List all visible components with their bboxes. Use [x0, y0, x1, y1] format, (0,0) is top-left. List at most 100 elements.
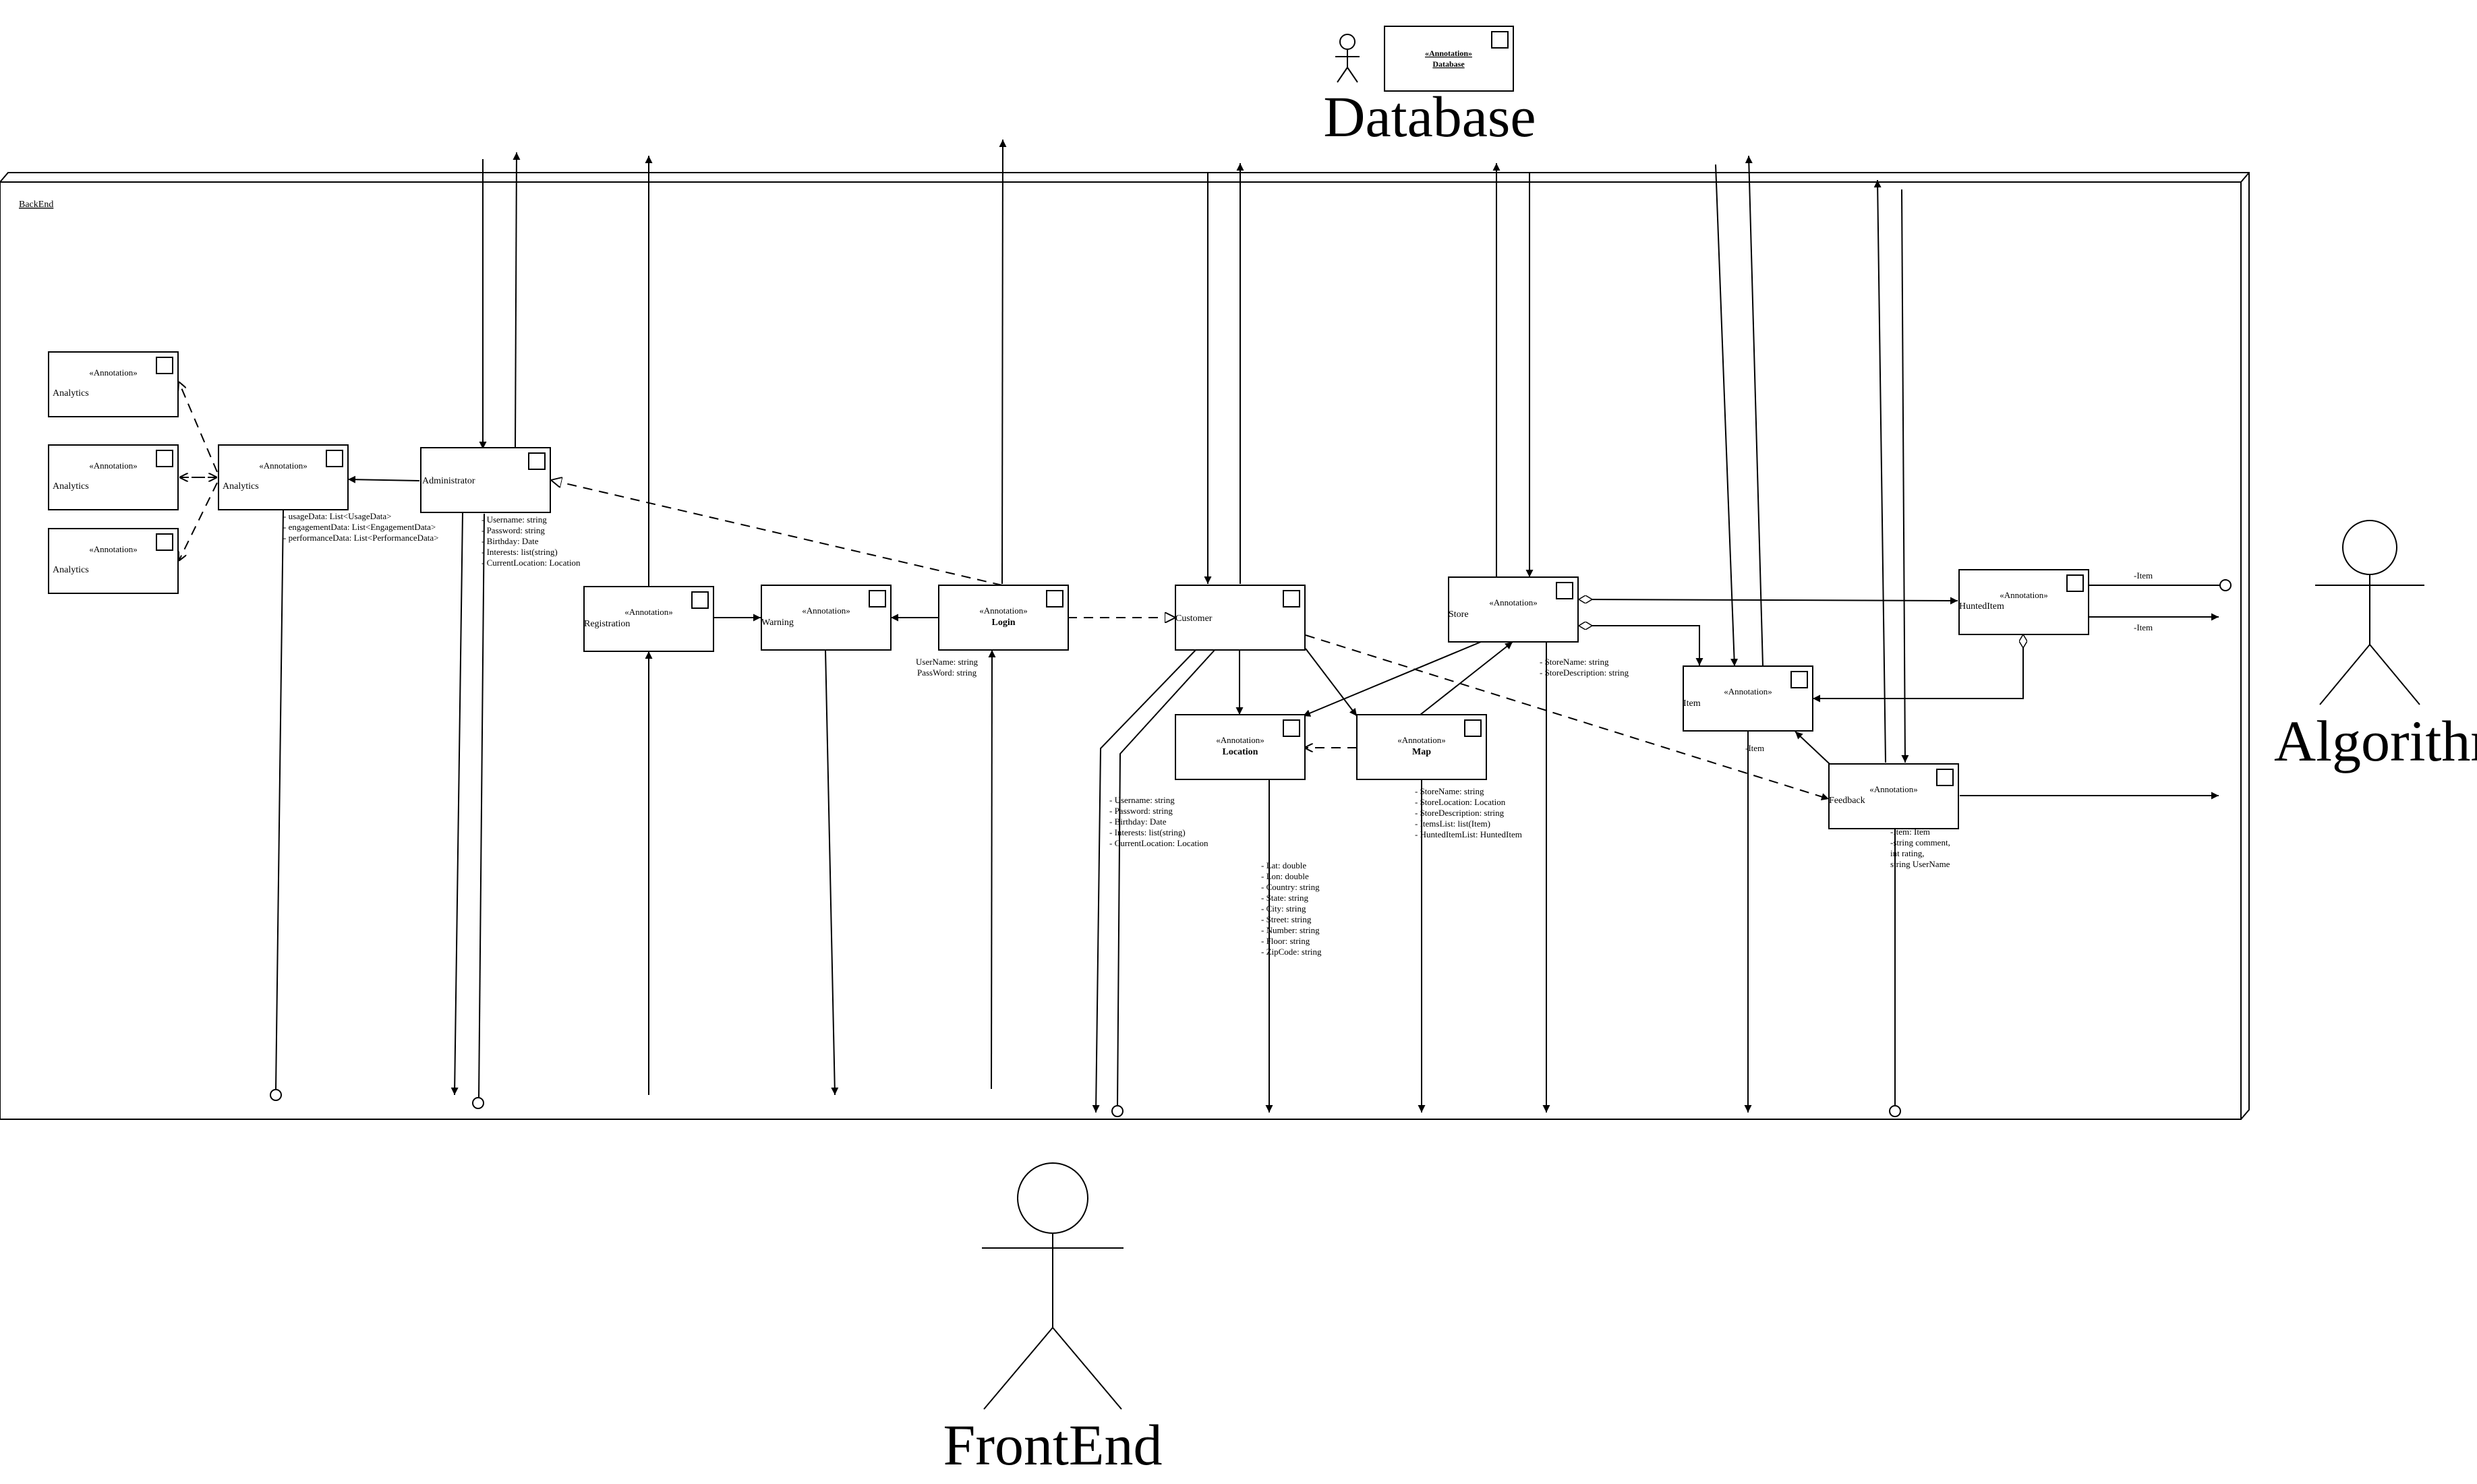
backend-node [0, 172, 2250, 1120]
class-registration-stereotype: «Annotation» [624, 607, 673, 617]
class-item-name: Item [1683, 699, 1701, 709]
class-analytics-1-name: Analytics [53, 388, 89, 398]
attr-line: - Password: string [1109, 806, 1173, 816]
attr-line: - Street: string [1261, 914, 1312, 924]
class-analytics-3[interactable]: «Annotation» Analytics [48, 528, 179, 594]
attrs-login: UserName: string PassWord: string [916, 657, 979, 678]
class-login[interactable]: «Annotation» Login [938, 585, 1069, 651]
class-warning[interactable]: «Annotation» Warning [761, 585, 892, 651]
database-actor [1335, 34, 1360, 83]
attr-line: - Lat: double [1261, 860, 1306, 870]
attr-line: - Country: string [1261, 882, 1320, 892]
attrs-administrator: - Username: string - Password: string - … [482, 514, 581, 568]
attrs-analytics-main: - usageData: List<UsageData> - engagemen… [283, 511, 439, 543]
class-analytics-main-name: Analytics [223, 481, 259, 492]
class-analytics-main[interactable]: «Annotation» Analytics [218, 444, 349, 510]
attr-line: - CurrentLocation: Location [1109, 838, 1208, 848]
attr-line: - State: string [1261, 893, 1309, 903]
attr-line: - Username: string [1109, 795, 1175, 805]
attr-line: - Birthday: Date [482, 536, 539, 546]
attr-line: - StoreName: string [1540, 657, 1609, 667]
attrs-store: - StoreName: string - StoreDescription: … [1540, 657, 1629, 678]
attr-line: - ItemsList: list(Item) [1415, 819, 1490, 829]
class-item[interactable]: «Annotation» Item [1683, 665, 1813, 732]
class-hunted-item[interactable]: «Annotation» HuntedItem [1958, 569, 2089, 635]
class-analytics-main-stereotype: «Annotation» [259, 461, 308, 471]
class-analytics-1[interactable]: «Annotation» Analytics [48, 351, 179, 417]
attr-line: - usageData: List<UsageData> [283, 511, 392, 521]
attr-line: - Number: string [1261, 925, 1320, 935]
attr-line: - StoreName: string [1415, 786, 1484, 796]
attrs-item: -Item [1745, 743, 1764, 753]
attr-line: - HuntedItemList: HuntedItem [1415, 829, 1522, 839]
algorithm-actor [2315, 520, 2424, 705]
attr-line: - Password: string [482, 525, 545, 535]
attr-line: - Interests: list(string) [1109, 827, 1186, 837]
attrs-customer: - Username: string - Password: string - … [1109, 795, 1208, 848]
class-warning-name: Warning [761, 618, 794, 628]
class-analytics-3-stereotype: «Annotation» [89, 544, 138, 554]
attr-line: -Item [2134, 570, 2153, 581]
attr-line: - Lon: double [1261, 871, 1309, 881]
class-analytics-3-name: Analytics [53, 565, 89, 575]
attr-line: - CurrentLocation: Location [482, 558, 581, 568]
attr-line: -Item [2134, 622, 2153, 632]
class-customer[interactable]: Customer [1175, 585, 1306, 651]
class-analytics-1-stereotype: «Annotation» [89, 367, 138, 378]
class-store-name: Store [1449, 610, 1469, 620]
class-registration[interactable]: «Annotation» Registration [583, 586, 714, 652]
class-location[interactable]: «Annotation» Location [1175, 714, 1306, 780]
attr-line: int rating, [1890, 848, 1925, 858]
connectors [179, 139, 2232, 1117]
class-map-name: Map [1412, 747, 1431, 757]
class-administrator[interactable]: Administrator [420, 447, 551, 513]
attrs-feedback: -Item: Item -string comment, int rating,… [1890, 827, 1950, 869]
attr-line: - Birthday: Date [1109, 817, 1167, 827]
attr-line: -string comment, [1890, 837, 1950, 848]
class-feedback-stereotype: «Annotation» [1869, 784, 1918, 794]
class-analytics-2[interactable]: «Annotation» Analytics [48, 444, 179, 510]
class-store[interactable]: «Annotation» Store [1448, 576, 1579, 643]
database-title: Database [1323, 84, 1536, 149]
attr-line: - ZipCode: string [1261, 947, 1322, 957]
class-feedback[interactable]: «Annotation» Feedback [1828, 763, 1959, 829]
attr-line: - StoreLocation: Location [1415, 797, 1506, 807]
class-map[interactable]: «Annotation» Map [1356, 714, 1487, 780]
attr-line: PassWord: string [917, 667, 977, 678]
attr-line: - engagementData: List<EngagementData> [283, 522, 436, 532]
class-location-stereotype: «Annotation» [1216, 735, 1264, 745]
database-component-stereotype: «Annotation» [1425, 49, 1472, 58]
class-map-stereotype: «Annotation» [1397, 735, 1446, 745]
class-feedback-name: Feedback [1829, 796, 1865, 806]
frontend-title: FrontEnd [943, 1413, 1163, 1477]
class-item-stereotype: «Annotation» [1724, 686, 1772, 696]
attr-line: -Item [1745, 743, 1764, 753]
attr-line: string UserName [1890, 859, 1950, 869]
class-analytics-2-name: Analytics [53, 481, 89, 492]
attr-line: - performanceData: List<PerformanceData> [283, 533, 439, 543]
attrs-map: - StoreName: string - StoreLocation: Loc… [1415, 786, 1522, 839]
attrs-hunted-item: -Item -Item [2134, 570, 2153, 632]
class-store-stereotype: «Annotation» [1489, 597, 1538, 607]
attr-line: - City: string [1261, 903, 1306, 914]
class-login-name: Login [991, 618, 1015, 628]
class-location-name: Location [1223, 747, 1258, 757]
frontend-actor [982, 1162, 1124, 1410]
class-hunted-item-name: HuntedItem [1959, 601, 2004, 612]
database-component[interactable]: «Annotation» Database [1384, 26, 1514, 92]
class-customer-name: Customer [1175, 614, 1213, 624]
attr-line: - Username: string [482, 514, 547, 525]
attr-line: - StoreDescription: string [1415, 808, 1505, 818]
class-analytics-2-stereotype: «Annotation» [89, 461, 138, 471]
attr-line: - Floor: string [1261, 936, 1310, 946]
attr-line: -Item: Item [1890, 827, 1930, 837]
class-registration-name: Registration [584, 619, 630, 629]
database-component-label: Database [1432, 59, 1465, 69]
class-warning-stereotype: «Annotation» [802, 605, 850, 616]
class-hunted-item-stereotype: «Annotation» [2000, 590, 2048, 600]
class-administrator-name: Administrator [422, 476, 475, 486]
attrs-location: - Lat: double - Lon: double - Country: s… [1261, 860, 1322, 957]
attr-line: UserName: string [916, 657, 979, 667]
backend-label: BackEnd [19, 200, 53, 210]
